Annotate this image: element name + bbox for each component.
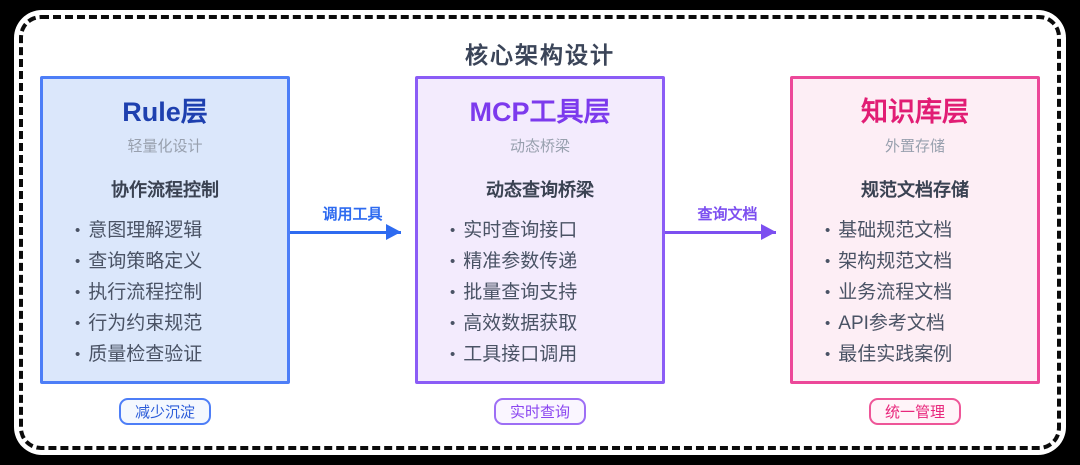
- badge-knowledge: 统一管理: [868, 398, 962, 425]
- list-item: 实时查询接口: [450, 216, 577, 247]
- layer-heading-knowledge: 规范文档存储: [861, 180, 969, 200]
- layer-list-rule: 意图理解逻辑 查询策略定义 执行流程控制 行为约束规范 质量检查验证: [43, 216, 202, 371]
- list-item: 基础规范文档: [825, 216, 952, 247]
- list-item: API参考文档: [825, 309, 952, 340]
- list-item: 执行流程控制: [75, 278, 202, 309]
- arrow-line: [665, 224, 776, 240]
- list-item: 精准参数传递: [450, 247, 577, 278]
- list-item: 高效数据获取: [450, 309, 577, 340]
- list-item: 查询策略定义: [75, 247, 202, 278]
- layer-title-mcp: MCP工具层: [469, 97, 611, 127]
- list-item: 质量检查验证: [75, 340, 202, 371]
- layer-title-knowledge: 知识库层: [861, 97, 969, 127]
- layer-box-rule: Rule层 轻量化设计 协作流程控制 意图理解逻辑 查询策略定义 执行流程控制 …: [40, 76, 290, 384]
- layer-subtitle-rule: 轻量化设计: [127, 138, 203, 155]
- layer-list-mcp: 实时查询接口 精准参数传递 批量查询支持 高效数据获取 工具接口调用: [418, 216, 577, 371]
- arrow-mcp-to-kb: 查询文档: [665, 203, 790, 240]
- layer-heading-rule: 协作流程控制: [111, 180, 219, 200]
- layer-box-mcp: MCP工具层 动态桥梁 动态查询桥梁 实时查询接口 精准参数传递 批量查询支持 …: [415, 76, 665, 384]
- layer-heading-mcp: 动态查询桥梁: [486, 180, 594, 200]
- arrow-label-call-tools: 调用工具: [322, 206, 383, 223]
- layer-subtitle-knowledge: 外置存储: [884, 138, 945, 155]
- list-item: 行为约束规范: [75, 309, 202, 340]
- list-item: 工具接口调用: [450, 340, 577, 371]
- arrow-rule-to-mcp: 调用工具: [290, 203, 415, 240]
- list-item: 意图理解逻辑: [75, 216, 202, 247]
- list-item: 架构规范文档: [825, 247, 952, 278]
- arrow-head-icon: [386, 224, 401, 240]
- layer-box-knowledge: 知识库层 外置存储 规范文档存储 基础规范文档 架构规范文档 业务流程文档 AP…: [790, 76, 1040, 384]
- layer-list-knowledge: 基础规范文档 架构规范文档 业务流程文档 API参考文档 最佳实践案例: [793, 216, 952, 371]
- list-item: 最佳实践案例: [825, 340, 952, 371]
- list-item: 业务流程文档: [825, 278, 952, 309]
- diagram-card: 核心架构设计 Rule层 轻量化设计 协作流程控制 意图理解逻辑 查询策略定义 …: [14, 10, 1066, 455]
- layer-title-rule: Rule层: [122, 97, 208, 127]
- arrow-line: [290, 224, 401, 240]
- arrow-label-query-docs: 查询文档: [697, 206, 758, 223]
- diagram-title: 核心架构设计: [465, 42, 615, 68]
- badge-rule: 减少沉淀: [118, 398, 212, 425]
- badge-mcp: 实时查询: [493, 398, 587, 425]
- list-item: 批量查询支持: [450, 278, 577, 309]
- arrow-head-icon: [761, 224, 776, 240]
- layer-subtitle-mcp: 动态桥梁: [509, 138, 570, 155]
